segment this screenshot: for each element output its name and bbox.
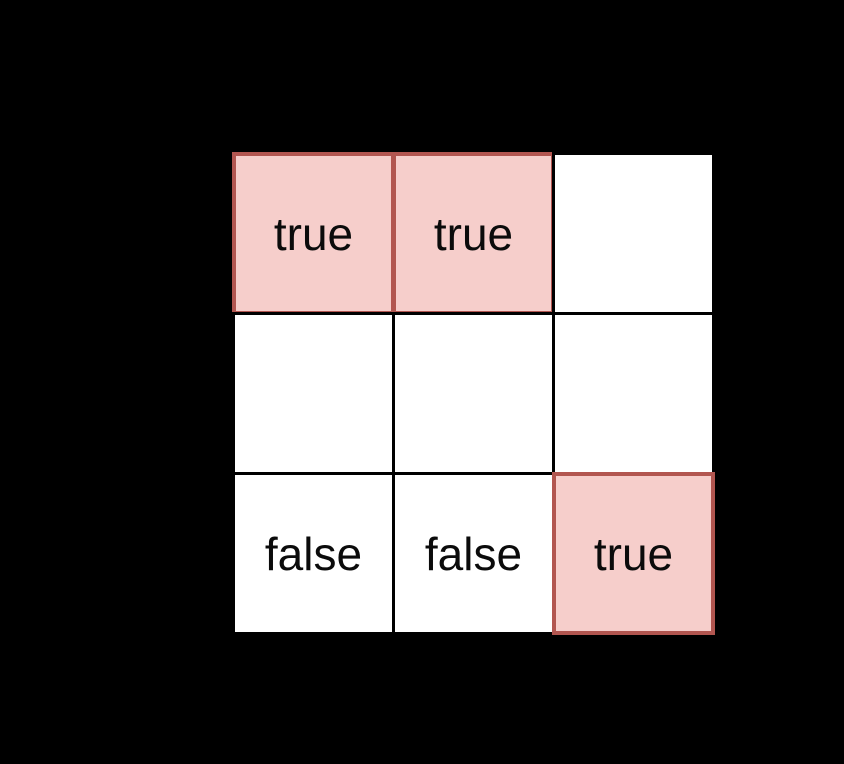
grid-cell bbox=[392, 312, 555, 475]
grid-cell bbox=[232, 312, 395, 475]
boolean-grid: true true false false true bbox=[232, 152, 715, 635]
grid-cell-highlighted: true bbox=[552, 472, 715, 635]
cell-value: false bbox=[424, 527, 523, 580]
grid-cell-highlighted: true bbox=[232, 152, 395, 315]
grid-cell: false bbox=[392, 472, 555, 635]
grid-cell: false bbox=[232, 472, 395, 635]
cell-value: true bbox=[433, 207, 514, 260]
grid-cell bbox=[552, 152, 715, 315]
grid-cell-highlighted: true bbox=[392, 152, 555, 315]
cell-value: true bbox=[273, 207, 354, 260]
cell-value: true bbox=[593, 527, 674, 580]
cell-value: false bbox=[264, 527, 363, 580]
grid-cell bbox=[552, 312, 715, 475]
